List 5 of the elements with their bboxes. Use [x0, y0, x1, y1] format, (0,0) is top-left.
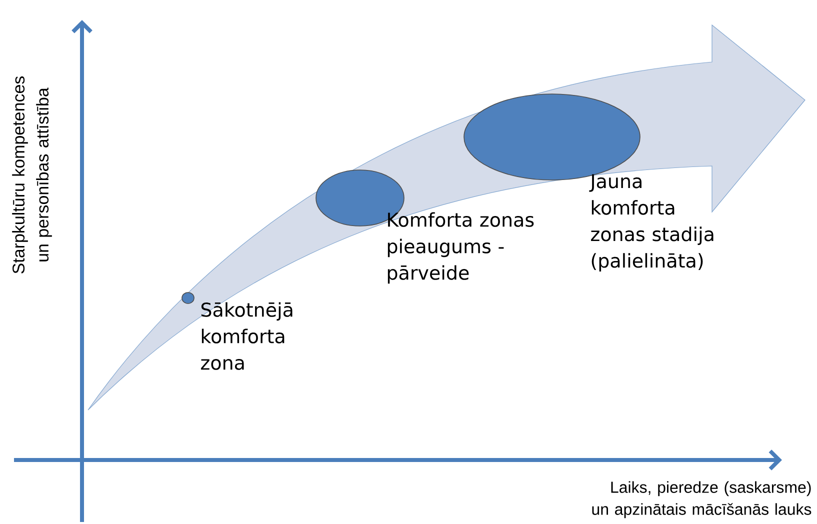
axis-label: Starpkultūru kompetences un personības attīstība: [12, 76, 52, 274]
bubble-caption: Jauna komforta zonas stadija (palielināta): [589, 174, 714, 272]
axis-label: Laiks, pieredze (saskarsme) un apzinātais mācīšanās lauks: [592, 481, 812, 518]
bubble-caption: Komforta zonas pieaugums - pārveide: [388, 212, 534, 284]
bubble-caption: Sākotnējā komforta zona: [201, 302, 292, 370]
